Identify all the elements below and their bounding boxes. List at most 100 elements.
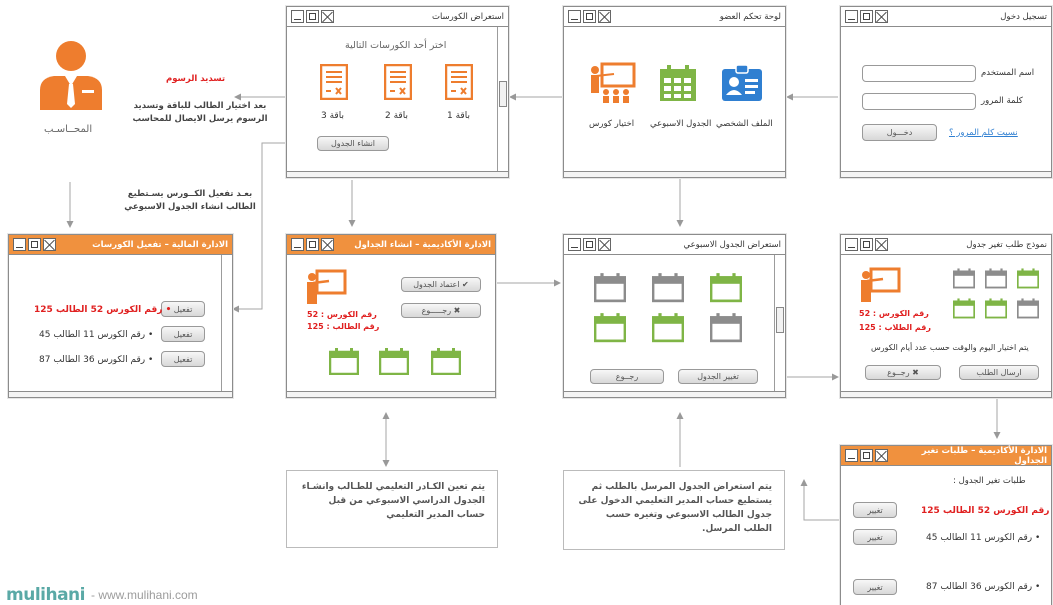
close-icon[interactable] [875, 10, 888, 23]
courses-titlebar: استعراض الكورسات [287, 7, 508, 27]
close-icon[interactable] [598, 10, 611, 23]
close-icon[interactable] [43, 238, 56, 251]
change-request-window: نموذج طلب تغير جدول رقم الكورس : 52 رقم … [840, 234, 1052, 398]
back-button[interactable]: ✖ رجـــــوع [401, 303, 481, 318]
brand-url: - www.mulihani.com [90, 588, 198, 602]
weekly-titlebar: استعراض الجدول الاسبوعي [564, 235, 785, 255]
maximize-icon[interactable] [583, 238, 596, 251]
minimize-icon[interactable] [13, 238, 26, 251]
course-number-label: رقم الكورس : 52 [307, 310, 377, 319]
requests-subtitle: طلبات تغير الجدول : [953, 476, 1026, 486]
login-button[interactable]: دخـــول [862, 124, 937, 141]
minimize-icon[interactable] [291, 10, 304, 23]
maximize-icon[interactable] [860, 449, 873, 462]
request-row-1: • رقم الكورس 52 الطالب 125 [921, 506, 1053, 516]
maximize-icon[interactable] [306, 10, 319, 23]
status-bar [287, 391, 495, 397]
student-number-label: رقم الطلاب : 125 [859, 323, 932, 332]
change-schedule-button[interactable]: تغيير الجدول [678, 369, 758, 384]
minimize-icon[interactable] [291, 238, 304, 251]
finance-scrollbar[interactable] [221, 255, 232, 391]
package-2-icon[interactable] [384, 64, 412, 100]
course-number-label: رقم الكورس : 52 [859, 309, 929, 318]
send-request-button[interactable]: ارسال الطلب [959, 365, 1039, 380]
maximize-icon[interactable] [860, 238, 873, 251]
row-text: رقم الكورس 52 الطالب [942, 506, 1050, 516]
finance-window: الادارة المالية – تفعيل الكورسات تفعيل •… [8, 234, 233, 398]
window-title: الادارة المالية – تفعيل الكورسات [92, 239, 228, 250]
username-input[interactable] [862, 65, 976, 82]
minimize-icon[interactable] [845, 10, 858, 23]
calendar-icon[interactable] [593, 311, 627, 347]
password-label: كلمة المرور [981, 96, 1023, 106]
calendar-icon[interactable] [709, 311, 743, 347]
maximize-icon[interactable] [860, 10, 873, 23]
package-3-icon[interactable] [320, 64, 348, 100]
close-icon[interactable] [875, 238, 888, 251]
profile-card-icon[interactable] [721, 64, 763, 102]
calendar-icon[interactable] [593, 271, 627, 307]
change-request-titlebar: نموذج طلب تغير جدول [841, 235, 1051, 255]
weekly-scrollbar[interactable] [774, 255, 785, 391]
calendar-icon[interactable] [984, 297, 1008, 323]
maximize-icon[interactable] [306, 238, 319, 251]
calendar-icon[interactable] [952, 297, 976, 323]
courses-window: استعراض الكورسات اختر أحد الكورسات التال… [286, 6, 509, 178]
student-number-label: رقم الطالب : 125 [307, 322, 380, 331]
activate-button[interactable]: تفعيل [161, 301, 205, 317]
calendar-icon[interactable] [984, 267, 1008, 293]
calendar-icon[interactable] [1016, 267, 1040, 293]
status-bar [841, 171, 1051, 177]
note-schedule-creation: يتم تعين الكـادر التعليمي للطـالب وانشـا… [286, 470, 498, 548]
calendar-icon[interactable] [952, 267, 976, 293]
calendar-icon[interactable] [659, 64, 697, 102]
calendar-icon[interactable] [709, 271, 743, 307]
forgot-password-link[interactable]: نسيت كلم المرور ؟ [949, 128, 1018, 138]
calendar-icon[interactable] [651, 311, 685, 347]
row-text: رقم الكورس 52 الطالب [55, 305, 163, 315]
calendar-icon[interactable] [1016, 297, 1040, 323]
close-icon[interactable] [875, 449, 888, 462]
dashboard-window: لوحة تحكم العضو الملف الشخصي الجدول الاس… [563, 6, 786, 178]
row-number: 87 [926, 582, 938, 592]
change-button[interactable]: تغيير [853, 579, 897, 595]
create-schedule-button[interactable]: انشاء الجدول [317, 136, 389, 151]
row-number: 125 [34, 305, 53, 315]
back-button[interactable]: رجــوع [590, 369, 664, 384]
change-button[interactable]: تغيير [853, 529, 897, 545]
minimize-icon[interactable] [845, 238, 858, 251]
maximize-icon[interactable] [28, 238, 41, 251]
minimize-icon[interactable] [568, 10, 581, 23]
window-title: لوحة تحكم العضو [719, 11, 781, 22]
close-icon[interactable] [598, 238, 611, 251]
close-icon[interactable] [321, 238, 334, 251]
teacher-board-icon [861, 267, 901, 302]
package-2-label: باقة 2 [385, 111, 408, 121]
row-text: رقم الكورس 36 الطالب [940, 582, 1033, 592]
activate-button[interactable]: تفعيل [161, 326, 205, 342]
teacher-icon[interactable] [588, 62, 636, 104]
activate-button[interactable]: تفعيل [161, 351, 205, 367]
change-form-note: يتم اختيار اليوم والوقت حسب عدد أيام الك… [871, 343, 1029, 352]
close-icon[interactable] [321, 10, 334, 23]
package-1-icon[interactable] [445, 64, 473, 100]
window-title: الادارة الأكاديمية – انشاء الجداول [354, 239, 491, 250]
row-text: رقم الكورس 36 الطالب [53, 355, 146, 365]
login-window: تسجيل دخول اسم المستخدم كلمة المرور نسيت… [840, 6, 1052, 178]
accountant-icon [40, 41, 102, 110]
change-button[interactable]: تغيير [853, 502, 897, 518]
password-input[interactable] [862, 93, 976, 110]
calendar-icon[interactable] [651, 271, 685, 307]
approve-schedule-button[interactable]: ✔ اعتماد الجدول [401, 277, 481, 292]
minimize-icon[interactable] [845, 449, 858, 462]
courses-scrollbar[interactable] [497, 27, 508, 171]
minimize-icon[interactable] [568, 238, 581, 251]
maximize-icon[interactable] [583, 10, 596, 23]
window-title: استعراض الكورسات [431, 11, 504, 22]
academic-requests-window: الادارة الأكاديمية – طلبات تغير الجداول … [840, 445, 1053, 605]
weekly-schedule-window: استعراض الجدول الاسبوعي رجــوع تغيير الج… [563, 234, 786, 398]
finance-titlebar: الادارة المالية – تفعيل الكورسات [9, 235, 232, 255]
login-titlebar: تسجيل دخول [841, 7, 1051, 27]
window-title: تسجيل دخول [1000, 11, 1047, 22]
back-button[interactable]: ✖ رجــوع [865, 365, 941, 380]
